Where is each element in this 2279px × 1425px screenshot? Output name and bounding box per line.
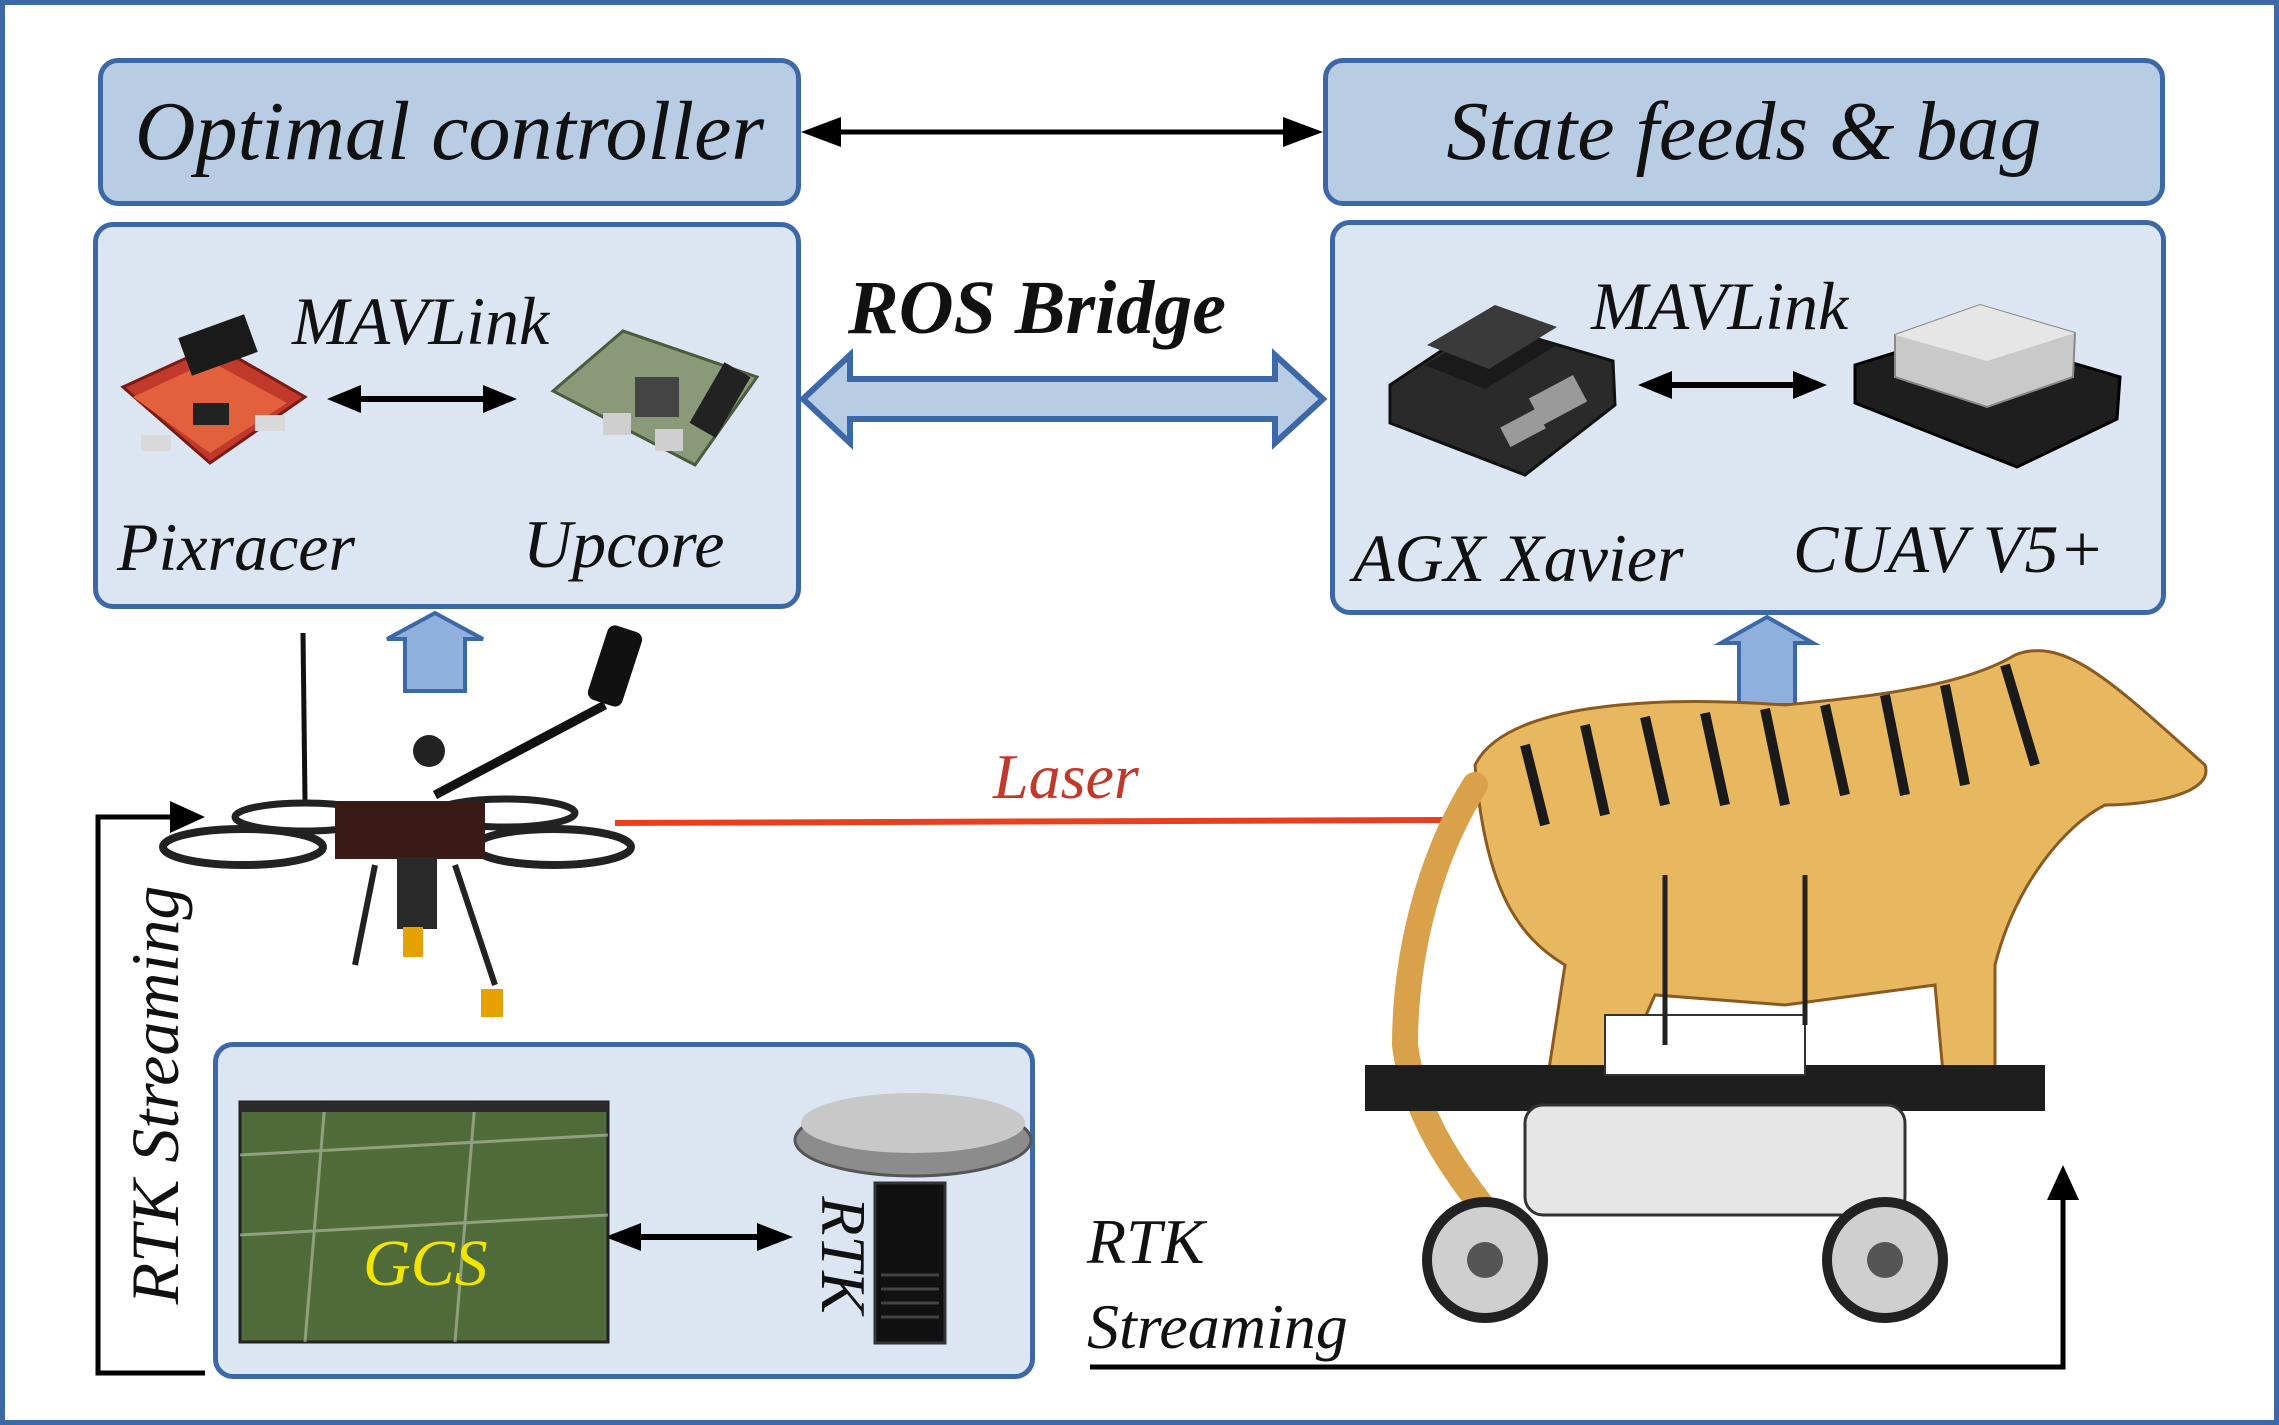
state-feeds-box: State feeds & bag (1323, 58, 2165, 206)
rtk-left-path (95, 801, 205, 1376)
gcs-rtk-arrow (605, 1223, 793, 1251)
rtk-bottom-label-line2: Streaming (1087, 1291, 1348, 1362)
right-mavlink-arrow (1638, 371, 1827, 399)
right-mavlink-label: MAVLink (1591, 268, 1849, 344)
diagram-graphics (95, 117, 2208, 1376)
rtk-device-label: RTK (808, 1196, 879, 1314)
laser-label: Laser (993, 741, 1139, 812)
state-feeds-label: State feeds & bag (1446, 85, 2042, 178)
pixracer-label: Pixracer (117, 509, 355, 585)
optimal-controller-label: Optimal controller (134, 85, 765, 178)
rtk-bottom-path (1090, 1165, 2079, 1370)
optimal-controller-box: Optimal controller (98, 58, 801, 206)
drone-up-arrow (386, 610, 484, 693)
upcore-board-image (550, 329, 760, 467)
rtk-device-image (793, 1093, 1033, 1345)
gcs-screen-image (238, 1100, 610, 1344)
pixracer-board-image (120, 314, 308, 465)
laser-beam (614, 817, 1446, 826)
drone-image (159, 625, 643, 1017)
left-mavlink-arrow (327, 385, 517, 413)
tiger-robot-image (1365, 649, 2208, 1323)
left-mavlink-label: MAVLink (292, 283, 550, 359)
agx-xavier-image (1388, 305, 1617, 477)
robot-up-arrow (1713, 614, 1821, 707)
ros-bridge-arrow (798, 348, 1328, 450)
ros-bridge-label: ROS Bridge (848, 266, 1226, 350)
controller-state-double-arrow (801, 117, 1323, 147)
agx-xavier-label: AGX Xavier (1353, 520, 1684, 596)
cuav-v5-image (1853, 303, 2122, 469)
gcs-label: GCS (363, 1227, 488, 1300)
rtk-bottom-label-line1: RTK (1087, 1206, 1205, 1277)
cuav-v5-label: CUAV V5+ (1793, 511, 2105, 587)
upcore-label: Upcore (523, 506, 725, 582)
rtk-left-streaming-label: RTK Streaming (117, 885, 193, 1305)
